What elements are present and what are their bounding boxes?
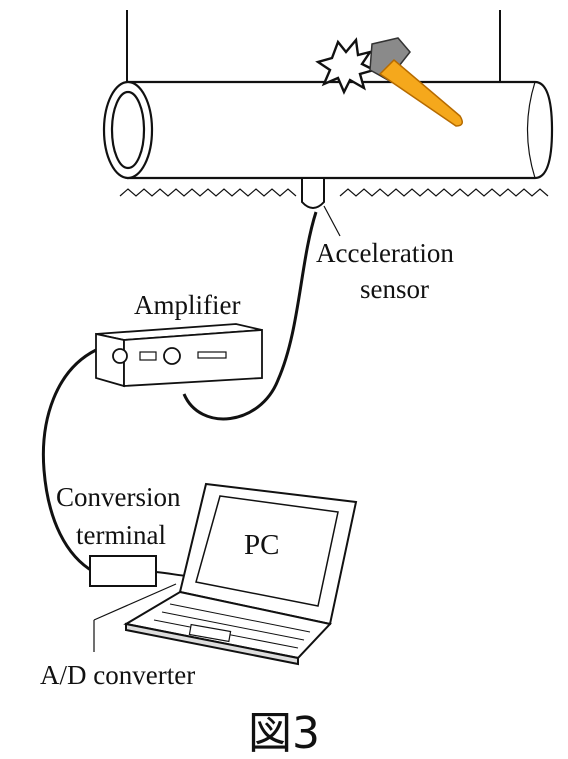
pipe: [102, 80, 554, 180]
amplifier-knob-right: [163, 347, 181, 365]
conversion-label-line2: terminal: [76, 520, 166, 550]
laptop-pc: [123, 482, 358, 666]
sensor-cable: [182, 211, 318, 421]
impact-burst-icon: [315, 37, 378, 95]
sensor-label-line1: Acceleration: [316, 238, 454, 268]
acceleration-sensor: [301, 177, 325, 209]
adc-pointer: [93, 583, 177, 621]
conversion-terminal: [89, 555, 157, 587]
amplifier: [95, 323, 263, 388]
figure-caption: 図3: [248, 708, 320, 759]
amplifier-cable: [41, 348, 97, 574]
adc-label: A/D converter: [40, 660, 195, 690]
conversion-label-line1: Conversion: [56, 482, 181, 512]
sensor-pointer: [323, 205, 341, 237]
suspension-wires: [126, 10, 501, 86]
hammer-icon: [369, 37, 463, 127]
amplifier-knob-left: [112, 348, 128, 364]
pc-label: PC: [244, 529, 279, 561]
amplifier-label: Amplifier: [134, 290, 240, 320]
sensor-label-line2: sensor: [360, 274, 429, 304]
ground-support: [119, 188, 549, 197]
